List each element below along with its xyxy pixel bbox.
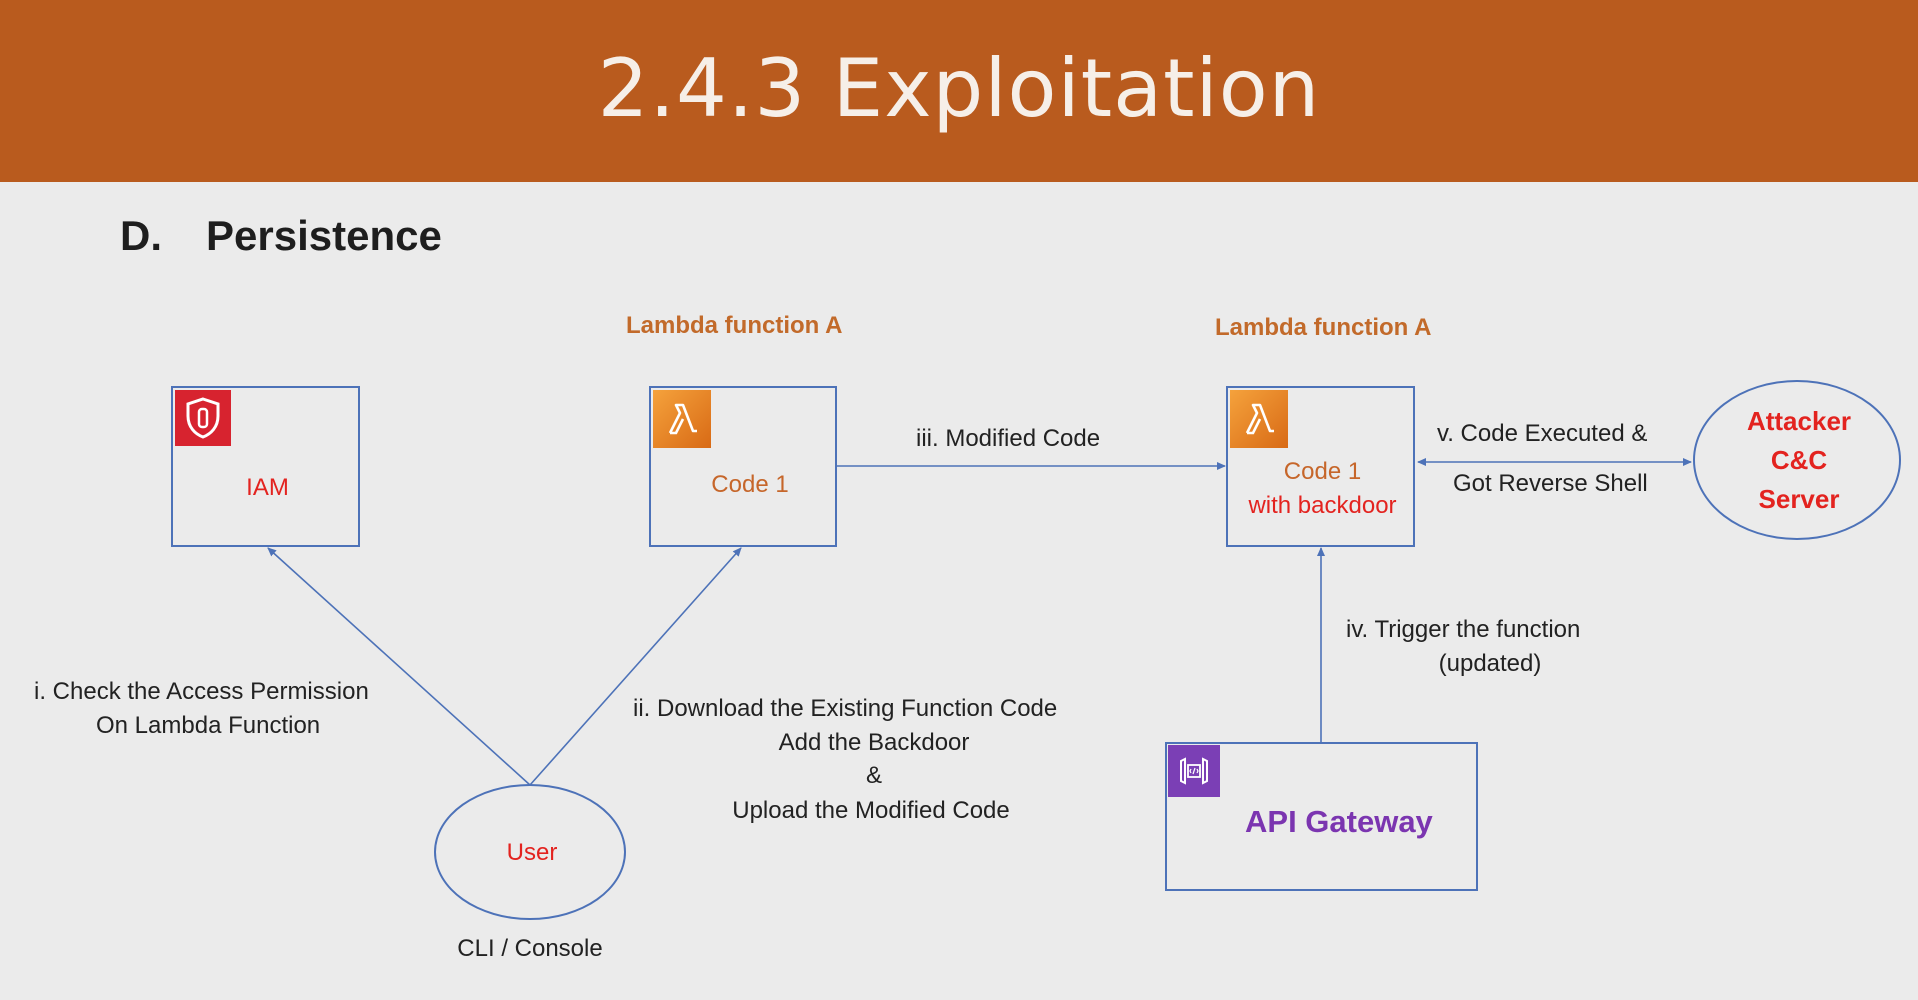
- api-gateway-box: API Gateway: [1165, 742, 1478, 891]
- step-i-line2: On Lambda Function: [96, 712, 321, 739]
- lambda-backdoor-line1: Code 1: [1283, 458, 1362, 485]
- lambda-a-heading: Lambda function A: [626, 312, 843, 339]
- step-ii-line2: Add the Backdoor: [778, 729, 970, 756]
- lambda-original-box: Code 1: [649, 386, 837, 547]
- step-v-line1: v. Code Executed &: [1437, 420, 1648, 447]
- step-iii-label: iii. Modified Code: [916, 425, 1101, 452]
- section-title: Persistence: [206, 212, 442, 259]
- attacker-server-node: Attacker C&C Server: [1693, 380, 1901, 540]
- user-node: User: [434, 784, 626, 920]
- step-ii-line1: ii. Download the Existing Function Code: [633, 695, 1058, 722]
- step-iv-line2: (updated): [1438, 650, 1542, 677]
- step-i-line1: i. Check the Access Permission: [34, 678, 369, 705]
- iam-shield-icon: [175, 390, 231, 446]
- lambda-icon: [1230, 390, 1288, 448]
- iam-label: IAM: [246, 474, 289, 501]
- arrow-user-to-lambda: [529, 547, 742, 786]
- user-caption: CLI / Console: [457, 935, 603, 962]
- api-gateway-label: API Gateway: [1245, 804, 1433, 839]
- iam-box: IAM: [171, 386, 360, 547]
- step-v-line2: Got Reverse Shell: [1453, 470, 1648, 497]
- lambda-original-label: Code 1: [711, 471, 789, 498]
- lambda-backdoor-box: Code 1 with backdoor: [1226, 386, 1415, 547]
- section-heading: D. Persistence: [120, 212, 442, 260]
- lambda-backdoor-line2: with backdoor: [1248, 492, 1397, 519]
- title-bar: 2.4.3 Exploitation: [0, 0, 1918, 182]
- arrow-user-to-iam: [267, 547, 531, 786]
- step-iv-line1: iv. Trigger the function: [1346, 616, 1581, 643]
- step-ii-line4: Upload the Modified Code: [732, 797, 1010, 824]
- lambda-a-heading-2: Lambda function A: [1215, 314, 1432, 341]
- slide-title: 2.4.3 Exploitation: [597, 42, 1321, 135]
- attacker-line2: C&C: [1770, 445, 1828, 475]
- api-gateway-icon: [1168, 745, 1220, 797]
- section-letter: D.: [120, 212, 162, 259]
- attacker-line3: Server: [1758, 484, 1840, 514]
- lambda-icon: [653, 390, 711, 448]
- user-label: User: [506, 839, 558, 866]
- attacker-line1: Attacker: [1746, 406, 1852, 436]
- step-ii-line3: &: [865, 762, 882, 789]
